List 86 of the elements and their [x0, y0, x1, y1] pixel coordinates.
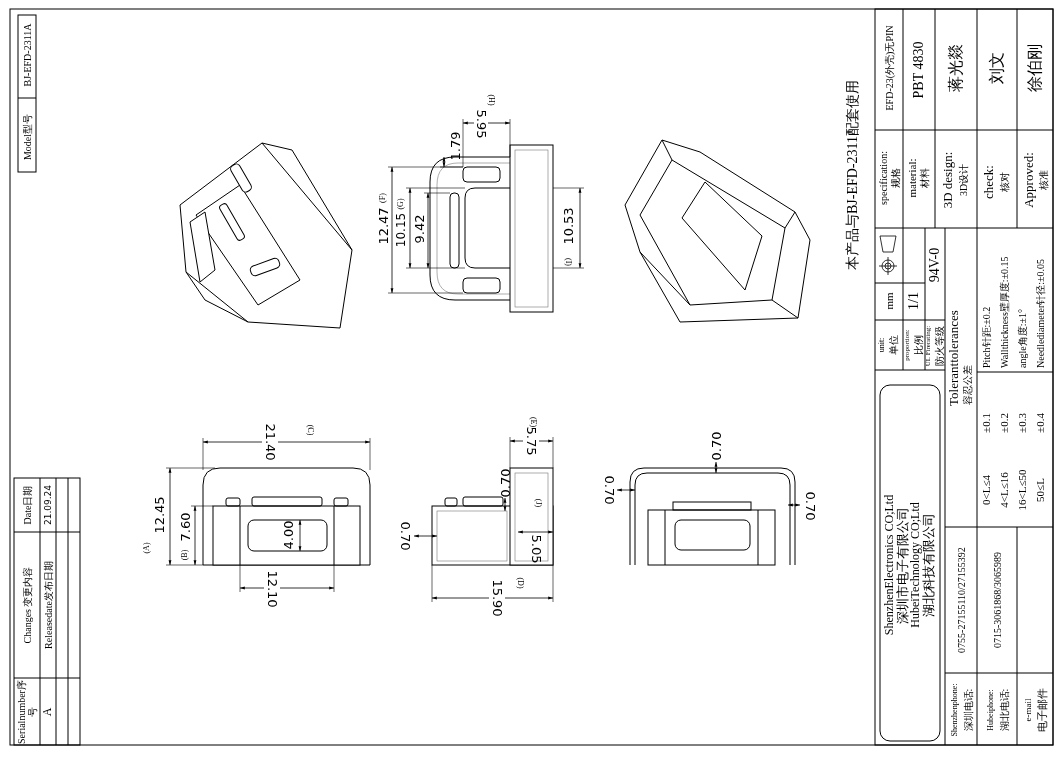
field-label: Shenzhenphone: [950, 683, 960, 737]
tolerance-note: Pitch针距:±0.2 [980, 306, 992, 368]
dimension-tag: (E) [528, 416, 538, 428]
field-label: specification: [877, 151, 889, 205]
dimension-value: 0.70 [498, 468, 512, 498]
section-heading: Toleranttolerances [946, 310, 962, 406]
field-value: 徐伯刚 [1026, 44, 1044, 92]
field-label: 比例 [912, 335, 924, 355]
table-cell: 4<L≤16 [997, 472, 1011, 508]
dimension-value: 0.70 [803, 491, 817, 521]
field-label: 深圳电话: [962, 688, 974, 732]
dimension-value: 0.70 [602, 475, 616, 505]
table-cell: 21.09.24 [43, 484, 53, 526]
field-label: check: [981, 165, 997, 199]
company-name: 深圳市电子有限公司 [895, 506, 910, 624]
table-cell: ±0.4 [1033, 413, 1047, 433]
dimension-value: 0.70 [398, 521, 412, 551]
table-header: Changes 变更内容 [21, 566, 33, 644]
dimension-value: 9.42 [412, 214, 426, 244]
dimension-value: 10.53 [561, 207, 575, 245]
field-label: Approved: [1021, 152, 1037, 208]
tolerance-note: Wallthickness壁厚度:±0.15 [998, 256, 1010, 368]
dimension-value: 1.79 [448, 131, 462, 161]
dimension-value: 10.15 [395, 212, 407, 248]
field-label: e-mail [1024, 698, 1034, 722]
model-label: Model型号 [21, 113, 33, 161]
dimension-value: 12.45 [152, 496, 166, 534]
table-cell: A [41, 707, 55, 717]
dimension-value: 12.47 [376, 207, 390, 245]
field-label: 核准 [1037, 170, 1049, 190]
field-value: EFD-23(外壳)无PIN [883, 25, 895, 111]
dimension-value: 5.95 [474, 109, 488, 139]
table-cell: 50≤L [1033, 478, 1047, 502]
field-label: 单位 [887, 335, 899, 355]
field-value: PBT 4830 [911, 41, 927, 99]
dimension-value: 21.40 [263, 423, 277, 461]
dimension-value: 5.05 [529, 534, 543, 564]
dimension-tag: (J) [533, 498, 543, 508]
section-heading: 容忍公差 [961, 365, 973, 405]
dimension-value: 5.75 [524, 426, 538, 456]
table-cell: ±0.1 [979, 413, 993, 433]
tolerance-note: angle角度:±1° [1016, 309, 1028, 368]
field-label: unit: [877, 337, 887, 353]
model-number: BJ-EFD-2311A [21, 23, 33, 87]
note-text: 本产品与BJ-EFD-2311配套使用 [845, 80, 861, 270]
dimension-tag: (I) [563, 258, 573, 266]
field-value: mm [882, 292, 896, 310]
table-cell: ±0.3 [1015, 413, 1029, 433]
dimension-tag: (G) [396, 198, 406, 210]
dimension-tag: (H) [486, 94, 496, 106]
dimension-value: 7.60 [178, 512, 192, 542]
field-label: 核对 [998, 172, 1010, 192]
table-header: Date日期 [21, 485, 33, 525]
field-value: 94V-0 [927, 247, 943, 283]
company-name: 湖北科技有限公司 [921, 513, 937, 617]
field-value: 1/1 [906, 292, 922, 310]
field-value: 蒋光燚 [947, 44, 965, 92]
table-cell: 0<L≤4 [979, 475, 993, 505]
phone-number: 0755-27155110/27155392 [955, 547, 967, 653]
dimension-value: 4.00 [281, 520, 295, 550]
phone-number: 0715-3061868/3065989 [991, 551, 1003, 649]
company-name: ShenzhenElectronics CO;Ltd [883, 494, 897, 636]
dimension-value: 12.10 [265, 570, 279, 608]
company-name: HubeiTechnology CO;Ltd [909, 502, 923, 628]
table-cell: Releasedate发布日期 [42, 561, 54, 649]
field-label: material: [905, 158, 919, 198]
table-cell: 16<L≤50 [1015, 469, 1029, 511]
field-value: 刘文 [988, 52, 1006, 84]
field-label: 规格 [889, 168, 901, 188]
dimension-tag: (C) [305, 424, 315, 436]
dimension-tag: (F) [378, 193, 388, 203]
field-label: Hubeiphone: [986, 689, 996, 731]
field-label: 湖北电话: [998, 688, 1010, 732]
tolerance-note: Needlediameter针径:±0.05 [1034, 258, 1046, 368]
table-cell: ±0.2 [997, 413, 1011, 433]
table-header: Serialnumber序号 [16, 679, 38, 745]
field-label: 材料 [918, 168, 930, 188]
dimension-tag: (A) [142, 542, 152, 554]
field-label: 3D design: [940, 151, 956, 209]
dimension-value: 0.70 [709, 431, 723, 461]
field-label: 防火等级 [933, 326, 945, 366]
dimension-tag: (D) [515, 577, 525, 589]
dimension-value: 15.90 [490, 579, 504, 617]
field-label: 电子邮件 [1035, 688, 1049, 732]
dimension-tag: (B) [180, 549, 190, 561]
field-label: 3D设计 [957, 163, 969, 197]
